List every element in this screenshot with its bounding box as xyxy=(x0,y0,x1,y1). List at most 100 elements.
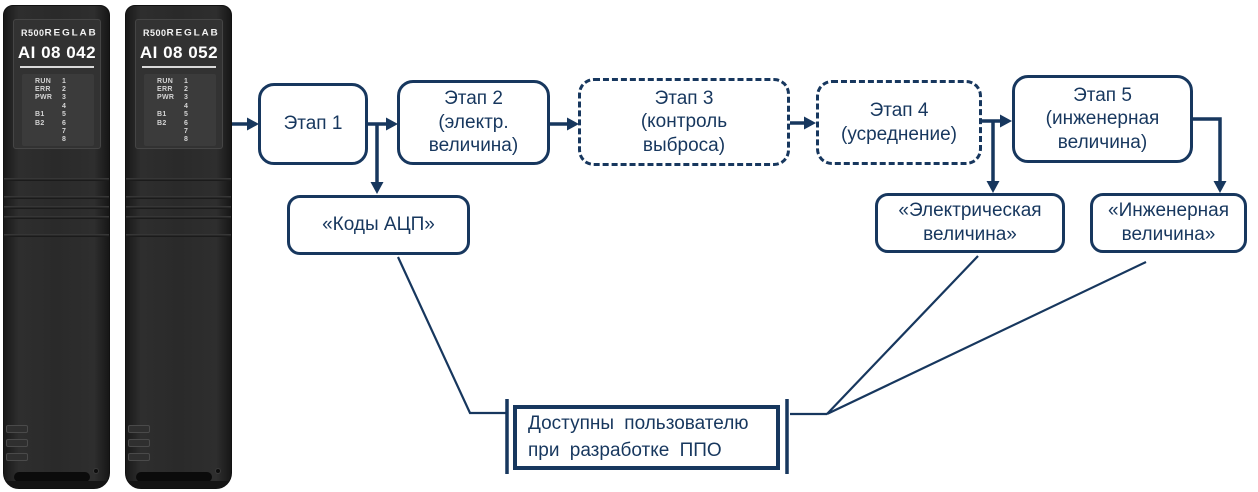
line-junction-to-electrical xyxy=(826,255,979,415)
led-label: PWR xyxy=(157,94,175,102)
case-groove xyxy=(126,206,231,209)
arrowhead-stage1-to-stage2 xyxy=(386,117,398,131)
case-screw xyxy=(215,468,221,474)
arrowhead-to-adc-codes xyxy=(370,182,384,194)
case-groove xyxy=(126,178,231,181)
arrowhead-stage2-to-stage3 xyxy=(567,117,579,131)
stage-4-box: Этап 4 (усреднение) xyxy=(816,80,982,165)
case-tab xyxy=(6,439,28,447)
stage-3-box: Этап 3 (контроль выброса) xyxy=(578,78,790,166)
model-underline xyxy=(20,66,94,68)
arrowhead-to-engineering xyxy=(1213,181,1227,193)
reglab-logo: REGLAB xyxy=(44,28,98,38)
led-indicator-block: RUN 1 ERR 2 PWR 3 4 B1 5 B2 6 7 8 xyxy=(144,74,216,146)
led-row: RUN 1 xyxy=(157,77,216,85)
module-brand-row: R500 REGLAB xyxy=(136,26,222,40)
led-label: ERR xyxy=(157,86,173,94)
module-model-label: AI 08 052 xyxy=(139,43,219,62)
case-handle-slot xyxy=(136,472,212,482)
module-model-label: AI 08 042 xyxy=(17,43,97,62)
led-row: B2 6 xyxy=(157,119,216,127)
arrow-stage5-to-engineering xyxy=(1193,117,1222,181)
stage-1-box: Этап 1 xyxy=(258,83,368,165)
led-channel: 2 xyxy=(62,86,66,94)
note-line-1: Доступны пользователю xyxy=(528,412,749,434)
led-row: 8 xyxy=(157,136,216,144)
stage-2-box: Этап 2 (электр. величина) xyxy=(397,80,550,165)
led-channel: 5 xyxy=(184,111,188,119)
case-tab xyxy=(6,425,28,433)
module-series-label: R500 xyxy=(143,28,167,38)
led-label: ERR xyxy=(35,86,51,94)
line-junction-to-engineering xyxy=(826,261,1147,415)
led-row: RUN 1 xyxy=(35,77,94,85)
led-label: B2 xyxy=(157,119,167,127)
led-channel: 3 xyxy=(62,94,66,102)
case-screw xyxy=(93,468,99,474)
led-channel: 7 xyxy=(184,128,188,136)
led-row: 7 xyxy=(157,127,216,135)
case-tab xyxy=(128,439,150,447)
led-row: PWR 3 xyxy=(157,94,216,102)
reglab-logo: REGLAB xyxy=(166,28,220,38)
case-groove xyxy=(4,216,109,219)
led-channel: 8 xyxy=(62,136,66,144)
led-channel: 8 xyxy=(184,136,188,144)
module-front-panel: R500 REGLAB AI 08 052 RUN 1 ERR 2 PWR 3 4 B… xyxy=(135,19,223,149)
led-channel: 2 xyxy=(184,86,188,94)
led-channel: 5 xyxy=(62,111,66,119)
case-groove xyxy=(4,234,109,237)
led-channel: 6 xyxy=(184,119,188,127)
case-groove xyxy=(4,178,109,181)
note-line-2: при разработке ППО xyxy=(528,439,722,461)
case-handle-slot xyxy=(14,472,90,482)
led-label: PWR xyxy=(35,94,53,102)
case-groove xyxy=(126,196,231,199)
led-label: B1 xyxy=(157,111,167,119)
model-underline xyxy=(142,66,216,68)
led-row: B1 5 xyxy=(35,111,94,119)
led-label: RUN xyxy=(35,77,52,85)
led-row: 7 xyxy=(35,127,94,135)
led-row: B1 5 xyxy=(157,111,216,119)
case-tab xyxy=(128,453,150,461)
case-bottom-band xyxy=(126,481,231,488)
case-tab xyxy=(6,453,28,461)
module-series-label: R500 xyxy=(21,28,45,38)
io-module-ai-08-042: R500 REGLAB AI 08 042 RUN 1 ERR 2 PWR 3 4 B… xyxy=(3,5,110,489)
stage-5-box: Этап 5 (инженерная величина) xyxy=(1012,75,1193,163)
led-channel: 4 xyxy=(62,102,66,110)
arrowhead-to-electrical xyxy=(986,181,1000,193)
led-indicator-block: RUN 1 ERR 2 PWR 3 4 B1 5 B2 6 7 8 xyxy=(22,74,94,146)
led-row: 4 xyxy=(35,102,94,110)
io-module-ai-08-052: R500 REGLAB AI 08 052 RUN 1 ERR 2 PWR 3 4 B… xyxy=(125,5,232,489)
arrowhead-stage3-to-stage4 xyxy=(804,116,816,130)
led-label: B2 xyxy=(35,119,45,127)
led-channel: 3 xyxy=(184,94,188,102)
led-row: ERR 2 xyxy=(35,85,94,93)
led-label: B1 xyxy=(35,111,45,119)
case-groove xyxy=(126,234,231,237)
led-row: PWR 3 xyxy=(35,94,94,102)
led-channel: 7 xyxy=(62,128,66,136)
led-channel: 1 xyxy=(62,77,66,85)
user-access-note-box: Доступны пользователю при разработке ППО xyxy=(513,405,780,470)
engineering-value-box: «Инженерная величина» xyxy=(1090,193,1247,253)
arrowhead-module-to-stage1 xyxy=(247,117,259,131)
case-bottom-band xyxy=(4,481,109,488)
case-groove xyxy=(126,216,231,219)
case-groove xyxy=(4,206,109,209)
led-channel: 1 xyxy=(184,77,188,85)
case-tab xyxy=(128,425,150,433)
led-row: ERR 2 xyxy=(157,85,216,93)
module-front-panel: R500 REGLAB AI 08 042 RUN 1 ERR 2 PWR 3 4 B… xyxy=(13,19,101,149)
led-channel: 4 xyxy=(184,102,188,110)
arrowhead-stage4-to-stage5 xyxy=(1000,114,1012,128)
led-row: 4 xyxy=(157,102,216,110)
led-channel: 6 xyxy=(62,119,66,127)
led-label: RUN xyxy=(157,77,174,85)
case-groove xyxy=(4,196,109,199)
led-row: B2 6 xyxy=(35,119,94,127)
module-brand-row: R500 REGLAB xyxy=(14,26,100,40)
